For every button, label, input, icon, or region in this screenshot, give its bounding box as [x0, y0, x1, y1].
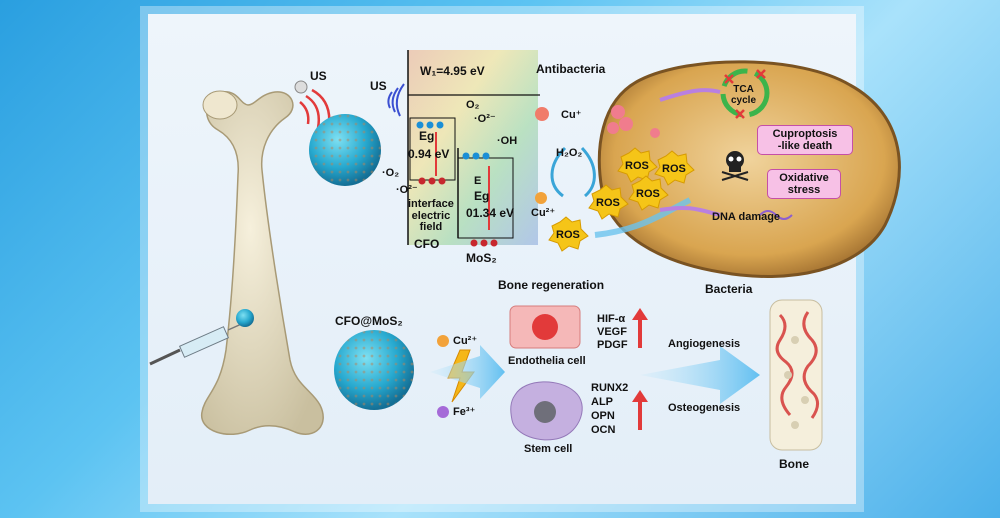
- h2o2-label: H₂O₂: [556, 147, 583, 159]
- regeneration-flow-arrow: [640, 346, 760, 404]
- cfo-mos2-label: CFO@MoS₂: [335, 314, 403, 328]
- cycle-arrow-right: [580, 146, 596, 198]
- tca-arrow: [659, 88, 721, 102]
- cu-2plus-icon: [437, 335, 449, 347]
- endothelial-cell-icon: [509, 305, 581, 349]
- release-flow-arrow: [430, 345, 505, 399]
- syringe-icon: [149, 309, 254, 366]
- angiogenesis-markers: HIF-α VEGF PDGF: [597, 313, 628, 351]
- antibacteria-label: Antibacteria: [536, 62, 606, 76]
- dna-damage-label: DNA damage: [712, 211, 781, 223]
- ros-label-5: ROS: [636, 188, 660, 200]
- skull-icon: [721, 151, 749, 181]
- tca-cycle-label: TCA cycle: [731, 84, 757, 106]
- cu-plus-label: Cu⁺: [561, 109, 582, 121]
- superoxide-top-label: ·O²⁻: [474, 113, 496, 125]
- dna-damage-arrow: [659, 205, 721, 217]
- up-arrow-icon: [632, 308, 648, 430]
- bone-regeneration-label: Bone regeneration: [498, 278, 605, 292]
- bone-scaffold-icon: [769, 299, 823, 451]
- ros-attack-arrow: [594, 197, 692, 238]
- us-label-left: US: [310, 69, 327, 83]
- eg-mos2-value: 01.34 eV: [466, 206, 515, 220]
- ros-label-4: ROS: [662, 163, 686, 175]
- eg-mos2-e-label: E: [474, 175, 482, 187]
- superoxide-mid-label: ·O²⁻: [396, 184, 418, 196]
- cfo-mos2-nanoparticle-icon: [334, 330, 414, 410]
- interface-electric-field-label: interface electric field: [408, 198, 454, 234]
- cu-2plus-top-label: Cu²⁺: [531, 207, 556, 219]
- superoxide-left-label: ·O₂: [382, 167, 400, 179]
- dna-icon: [759, 210, 793, 220]
- ros-label-3: ROS: [625, 160, 649, 172]
- o2-label: O₂: [466, 99, 480, 111]
- tca-cycle-icon: [720, 68, 770, 119]
- fe-3plus-icon: [437, 406, 449, 418]
- eg-mos2-label: Eg: [474, 189, 490, 203]
- angiogenesis-label: Angiogenesis: [668, 338, 741, 350]
- us-label-center: US: [370, 79, 387, 93]
- bacteria-label: Bacteria: [705, 282, 753, 296]
- ros-label-1: ROS: [596, 197, 620, 209]
- stem-cell-label: Stem cell: [524, 443, 573, 455]
- cu-plus-ion-icon: [535, 107, 549, 121]
- hydroxyl-label: ·OH: [497, 135, 518, 147]
- eg-cfo-value: 0.94 eV: [408, 147, 450, 161]
- ros-burst-icons: [548, 147, 695, 252]
- work-function-label: W₁=4.95 eV: [420, 64, 485, 78]
- endothelia-cell-label: Endothelia cell: [508, 355, 586, 367]
- stem-cell-icon: [510, 381, 583, 441]
- cycle-arrow-left: [550, 146, 567, 198]
- mos2-label: MoS₂: [466, 251, 497, 265]
- femur-bone-icon: [201, 90, 324, 435]
- osteogenesis-markers: RUNX2 ALP OPN OCN: [591, 382, 629, 436]
- eg-cfo-label: Eg: [419, 129, 435, 143]
- band-diagram: [407, 50, 540, 247]
- nanoparticle-icon: [309, 114, 381, 186]
- cfo-label: CFO: [414, 237, 440, 251]
- osteogenesis-label: Osteogenesis: [668, 402, 741, 414]
- bone-label: Bone: [779, 457, 809, 471]
- ros-label-2: ROS: [556, 229, 580, 241]
- cu-2plus-ion-icon: [535, 192, 547, 204]
- oxidative-stress-box: Oxidative stress: [767, 169, 841, 199]
- cu-2plus-label: Cu²⁺: [453, 335, 478, 347]
- cuproptosis-box: Cuproptosis -like death: [757, 125, 853, 155]
- fe-3plus-label: Fe³⁺: [453, 406, 476, 418]
